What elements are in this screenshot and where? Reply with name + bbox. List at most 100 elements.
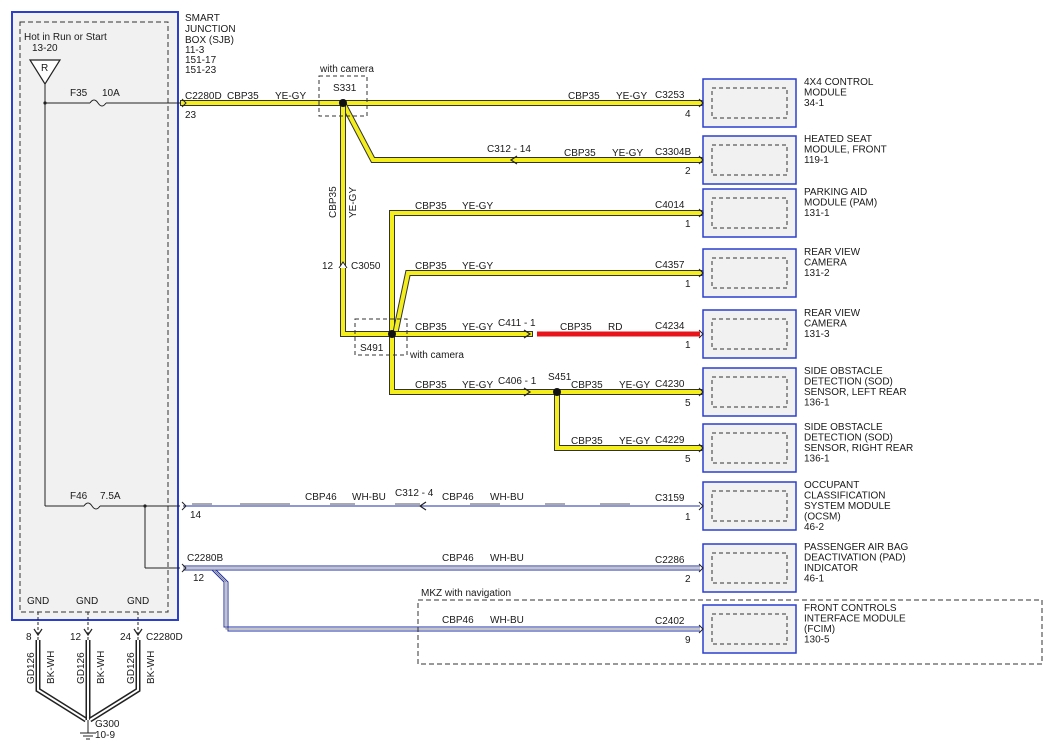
wire-camera2 bbox=[393, 271, 702, 333]
module-box bbox=[702, 481, 797, 531]
module-pin-label: 9 bbox=[685, 635, 691, 646]
module-name-line: PARKING AID bbox=[804, 187, 867, 198]
wire-fcim-a bbox=[211, 569, 700, 628]
sjb-title-line-1: SMART bbox=[185, 13, 220, 24]
pad-cbp46: CBP46 bbox=[442, 553, 474, 564]
gnd-pin-8: 8 bbox=[26, 632, 32, 643]
module-box bbox=[702, 135, 797, 185]
module-connector-label: C3304B bbox=[655, 147, 691, 158]
module-name-line: 131-3 bbox=[804, 329, 830, 340]
module-connector-label: C2286 bbox=[655, 555, 685, 566]
sjb-title-line-2: JUNCTION bbox=[185, 24, 236, 35]
pam-cbp35: CBP35 bbox=[415, 201, 447, 212]
module-name-line: (OCSM) bbox=[804, 512, 841, 523]
module-connector-label: C3253 bbox=[655, 90, 685, 101]
module-name-line: DETECTION (SOD) bbox=[804, 433, 893, 444]
s491-label: S491 bbox=[360, 343, 384, 354]
module-name-line: CAMERA bbox=[804, 319, 847, 330]
seat-cbp35: CBP35 bbox=[564, 148, 596, 159]
c312-14-label: C312 - 14 bbox=[487, 144, 531, 155]
wire-fcim-mid bbox=[213, 569, 700, 630]
cam2-cbp35: CBP35 bbox=[415, 261, 447, 272]
module-name-line: SIDE OBSTACLE bbox=[804, 422, 883, 433]
fcim-whbu: WH-BU bbox=[490, 615, 524, 626]
module-inner-dashed bbox=[711, 432, 788, 464]
c2280b-label: C2280B bbox=[187, 553, 223, 564]
sodr-yegy: YE-GY bbox=[619, 436, 650, 447]
fuse-f35-label: F35 bbox=[70, 88, 88, 99]
module-box bbox=[702, 543, 797, 593]
ground-ref: 10-9 bbox=[95, 730, 115, 741]
module-name-line: DEACTIVATION (PAD) bbox=[804, 553, 906, 564]
module-connector-label: C4229 bbox=[655, 435, 685, 446]
c312-4-arrow-icon bbox=[418, 501, 427, 511]
fuse-f46-label: F46 bbox=[70, 491, 88, 502]
module-name-line: SYSTEM MODULE bbox=[804, 501, 891, 512]
seat-yegy: YE-GY bbox=[612, 148, 643, 159]
module-pin-label: 2 bbox=[685, 574, 691, 585]
pad-whbu: WH-BU bbox=[490, 553, 524, 564]
cam3-cbp35: CBP35 bbox=[415, 322, 447, 333]
module-name-line: (FCIM) bbox=[804, 624, 835, 635]
ground-wire-group bbox=[35, 612, 141, 740]
cam3-red-cbp35: CBP35 bbox=[560, 322, 592, 333]
module-connector-label: C3159 bbox=[655, 493, 685, 504]
module-name-line: CLASSIFICATION bbox=[804, 491, 886, 502]
c2280d-arrow bbox=[181, 98, 187, 108]
module-name-line: 119-1 bbox=[804, 155, 829, 166]
fuse-f35-amp: 10A bbox=[102, 88, 120, 99]
module-arrow-icon bbox=[698, 208, 704, 218]
module-name-line: 34-1 bbox=[804, 98, 824, 109]
sodl-yegy-b: YE-GY bbox=[619, 380, 650, 391]
ocsm-whbu-left: WH-BU bbox=[352, 492, 386, 503]
c2280b-arrow bbox=[181, 563, 187, 573]
module-pin-label: 1 bbox=[685, 512, 691, 523]
ocsm-cbp46-left: CBP46 bbox=[305, 492, 337, 503]
module-pin-label: 5 bbox=[685, 454, 691, 465]
module-inner-dashed bbox=[711, 613, 788, 645]
sjb-inner-dashed bbox=[19, 21, 169, 613]
module-name-line: INTERFACE MODULE bbox=[804, 614, 906, 625]
wire-sod-left bbox=[390, 332, 702, 394]
module-pin-label: 1 bbox=[685, 219, 691, 230]
module-arrow-icon bbox=[698, 155, 704, 165]
c406-label: C406 - 1 bbox=[498, 376, 537, 387]
module-pin-label: 1 bbox=[685, 279, 691, 290]
module-connector-label: C4014 bbox=[655, 200, 685, 211]
module-pin-label: 1 bbox=[685, 340, 691, 351]
module-name-line: 131-1 bbox=[804, 208, 830, 219]
pin-14-arrow bbox=[181, 501, 187, 511]
main-cbp35-right: CBP35 bbox=[568, 91, 600, 102]
ground-name: G300 bbox=[95, 719, 120, 730]
module-name-line: SENSOR, LEFT REAR bbox=[804, 387, 907, 398]
gnd-pin-24: 24 bbox=[120, 632, 132, 643]
module-name-line: 46-1 bbox=[804, 574, 824, 585]
ground-arrows bbox=[33, 628, 143, 637]
s491-box bbox=[354, 318, 408, 356]
module-arrow-icon bbox=[698, 501, 704, 511]
mkz-navigation-region bbox=[417, 599, 1043, 665]
wire-sod-right bbox=[555, 390, 702, 450]
module-name-line: MODULE, FRONT bbox=[804, 145, 887, 156]
f35-fuse-icon bbox=[89, 99, 107, 107]
c3050-connector-icon bbox=[338, 261, 348, 269]
wire-fcim-b bbox=[215, 569, 700, 632]
c411-label: C411 - 1 bbox=[498, 318, 536, 329]
main-yegy-left: YE-GY bbox=[275, 91, 306, 102]
s491-note: with camera bbox=[409, 350, 464, 361]
module-pin-label: 5 bbox=[685, 398, 691, 409]
module-arrow-icon bbox=[698, 443, 704, 453]
sodl-cbp35-b: CBP35 bbox=[571, 380, 603, 391]
module-name-line: DETECTION (SOD) bbox=[804, 377, 893, 388]
module-name-line: REAR VIEW bbox=[804, 308, 861, 319]
cam3-yegy: YE-GY bbox=[462, 322, 493, 333]
module-pin-label: 2 bbox=[685, 166, 691, 177]
module-connector-label: C4234 bbox=[655, 321, 685, 332]
wire-vertical bbox=[341, 101, 394, 336]
